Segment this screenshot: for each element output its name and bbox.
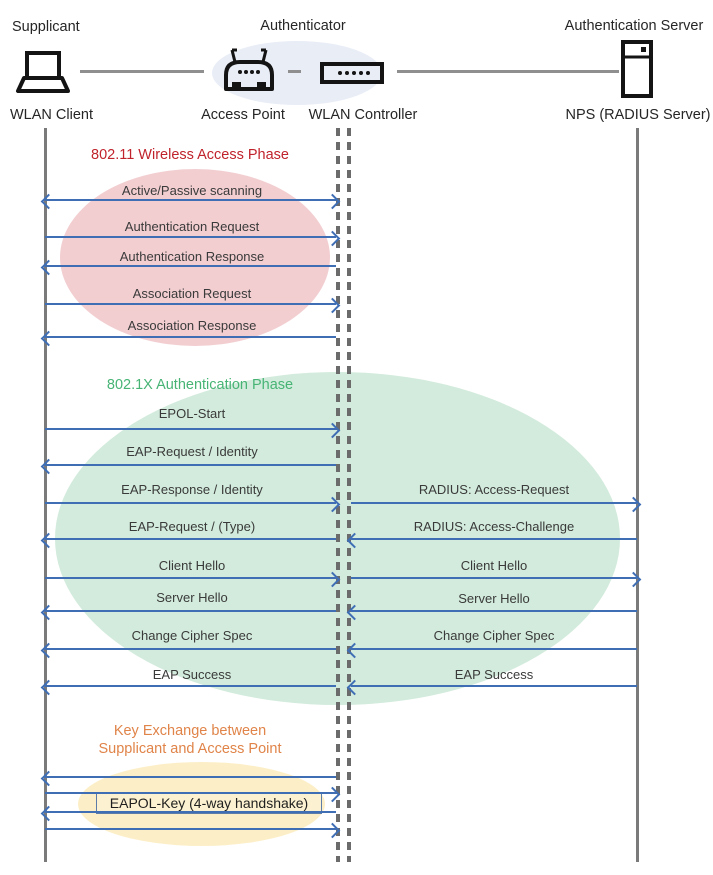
message-arrow <box>45 303 336 305</box>
message-label: EAP Success <box>454 667 534 682</box>
wlan-controller-icon <box>320 62 384 84</box>
message-arrow <box>45 577 336 579</box>
message-label: EAP-Request / Identity <box>126 444 258 459</box>
phase2-title: 802.1X Authentication Phase <box>106 377 294 393</box>
message-arrow <box>45 648 336 650</box>
message-arrow <box>45 538 336 540</box>
server-icon <box>621 40 653 98</box>
message-arrow <box>45 464 336 466</box>
message-arrow <box>45 811 336 813</box>
message-arrow <box>45 685 336 687</box>
connector-controller-to-server <box>397 70 619 73</box>
message-arrow <box>45 336 336 338</box>
phase3-title-line2: Supplicant and Access Point <box>98 741 282 757</box>
device-label-access-point: Access Point <box>201 107 285 123</box>
device-label-wlan-controller: WLAN Controller <box>308 107 418 123</box>
message-arrow <box>45 265 336 267</box>
lifeline-auth-server <box>636 128 639 862</box>
message-label: Server Hello <box>458 591 530 606</box>
message-label: Client Hello <box>460 558 528 573</box>
message-arrow <box>351 538 637 540</box>
message-label: Active/Passive scanning <box>121 183 263 198</box>
role-label-authentication-server: Authentication Server <box>564 18 704 34</box>
message-label: Server Hello <box>156 590 228 605</box>
message-label: EPOL-Start <box>158 406 226 421</box>
message-label: EAP Success <box>152 667 232 682</box>
message-label: Association Response <box>127 318 257 333</box>
message-arrow <box>351 648 637 650</box>
message-label: RADIUS: Access-Request <box>418 482 570 497</box>
message-label: Authentication Response <box>119 249 265 264</box>
message-label: Change Cipher Spec <box>131 628 253 643</box>
access-point-icon <box>219 48 279 92</box>
role-label-supplicant: Supplicant <box>12 19 80 35</box>
device-label-wlan-client: WLAN Client <box>10 107 93 123</box>
message-arrow <box>45 792 336 794</box>
lifeline-authenticator-dashed-1 <box>336 128 340 862</box>
message-arrow <box>351 685 637 687</box>
message-arrow <box>351 610 637 612</box>
message-arrow <box>45 199 336 201</box>
message-arrow <box>351 502 637 504</box>
message-label: Change Cipher Spec <box>433 628 555 643</box>
device-label-nps-radius-server: NPS (RADIUS Server) <box>565 107 711 123</box>
message-arrow <box>45 236 336 238</box>
phase1-title: 802.11 Wireless Access Phase <box>91 147 289 163</box>
message-arrow <box>45 610 336 612</box>
message-label: Client Hello <box>158 558 226 573</box>
connector-client-to-ap <box>80 70 204 73</box>
phase3-title-line1: Key Exchange between <box>113 723 267 739</box>
message-arrow <box>45 828 336 830</box>
lifeline-supplicant <box>44 128 47 862</box>
message-label: Authentication Request <box>124 219 260 234</box>
lifeline-authenticator-dashed-2 <box>347 128 351 862</box>
message-arrow <box>351 577 637 579</box>
message-arrow <box>45 776 336 778</box>
message-arrow <box>45 428 336 430</box>
laptop-icon <box>14 50 72 96</box>
message-label: EAP-Request / (Type) <box>128 519 256 534</box>
phase3-title: Key Exchange between Supplicant and Acce… <box>99 722 282 758</box>
role-label-authenticator: Authenticator <box>260 18 346 34</box>
connector-ap-to-controller <box>288 70 301 73</box>
message-label: Association Request <box>132 286 252 301</box>
message-label: RADIUS: Access-Challenge <box>413 519 575 534</box>
message-label: EAP-Response / Identity <box>121 482 263 497</box>
message-arrow <box>45 502 336 504</box>
